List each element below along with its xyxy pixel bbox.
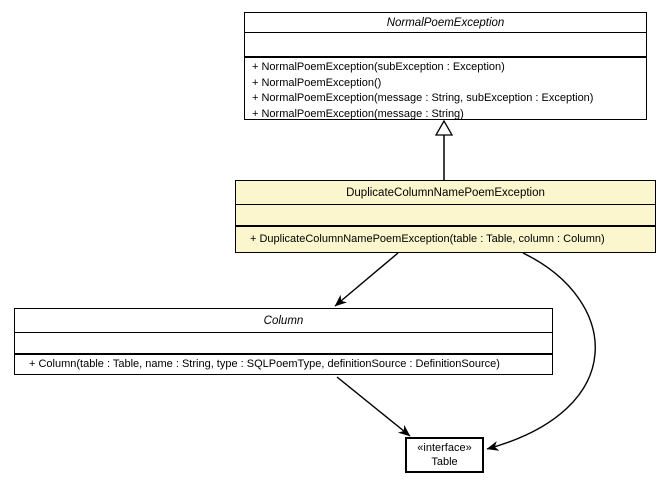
method-entry: + NormalPoemException(): [252, 76, 382, 89]
methods-compartment: + DuplicateColumnNamePoemException(table…: [236, 227, 655, 252]
class-box-duplicate-column-name-poem-exception[interactable]: DuplicateColumnNamePoemException + Dupli…: [235, 180, 656, 253]
method-entry: + NormalPoemException(message : String): [252, 107, 464, 120]
methods-compartment: + NormalPoemException(subException : Exc…: [245, 58, 646, 120]
class-title: Column: [15, 309, 552, 333]
association-edge-duplicate-to-table: [486, 252, 596, 451]
method-entry: + NormalPoemException(message : String, …: [252, 92, 594, 104]
method-entry: + DuplicateColumnNamePoemException(table…: [250, 232, 605, 245]
class-box-normal-poem-exception[interactable]: NormalPoemException + NormalPoemExceptio…: [244, 12, 647, 120]
class-title: NormalPoemException: [245, 13, 646, 33]
interface-title: Table: [431, 456, 458, 468]
association-edge-column-to-table: [336, 376, 411, 437]
stereotype-label: «interface»: [417, 442, 472, 454]
association-edge-duplicate-to-column: [334, 252, 399, 307]
attributes-compartment: [245, 33, 646, 58]
method-entry: + Column(table : Table, name : String, t…: [29, 357, 500, 370]
methods-compartment: + Column(table : Table, name : String, t…: [15, 355, 552, 374]
interface-box-table[interactable]: «interface» Table: [405, 437, 484, 473]
class-box-column[interactable]: Column + Column(table : Table, name : St…: [14, 308, 553, 375]
generalization-edge-duplicate-to-normal: [434, 119, 454, 180]
class-title: DuplicateColumnNamePoemException: [236, 181, 655, 205]
method-entry: + NormalPoemException(subException : Exc…: [252, 61, 505, 73]
attributes-compartment: [15, 333, 552, 355]
attributes-compartment: [236, 205, 655, 227]
